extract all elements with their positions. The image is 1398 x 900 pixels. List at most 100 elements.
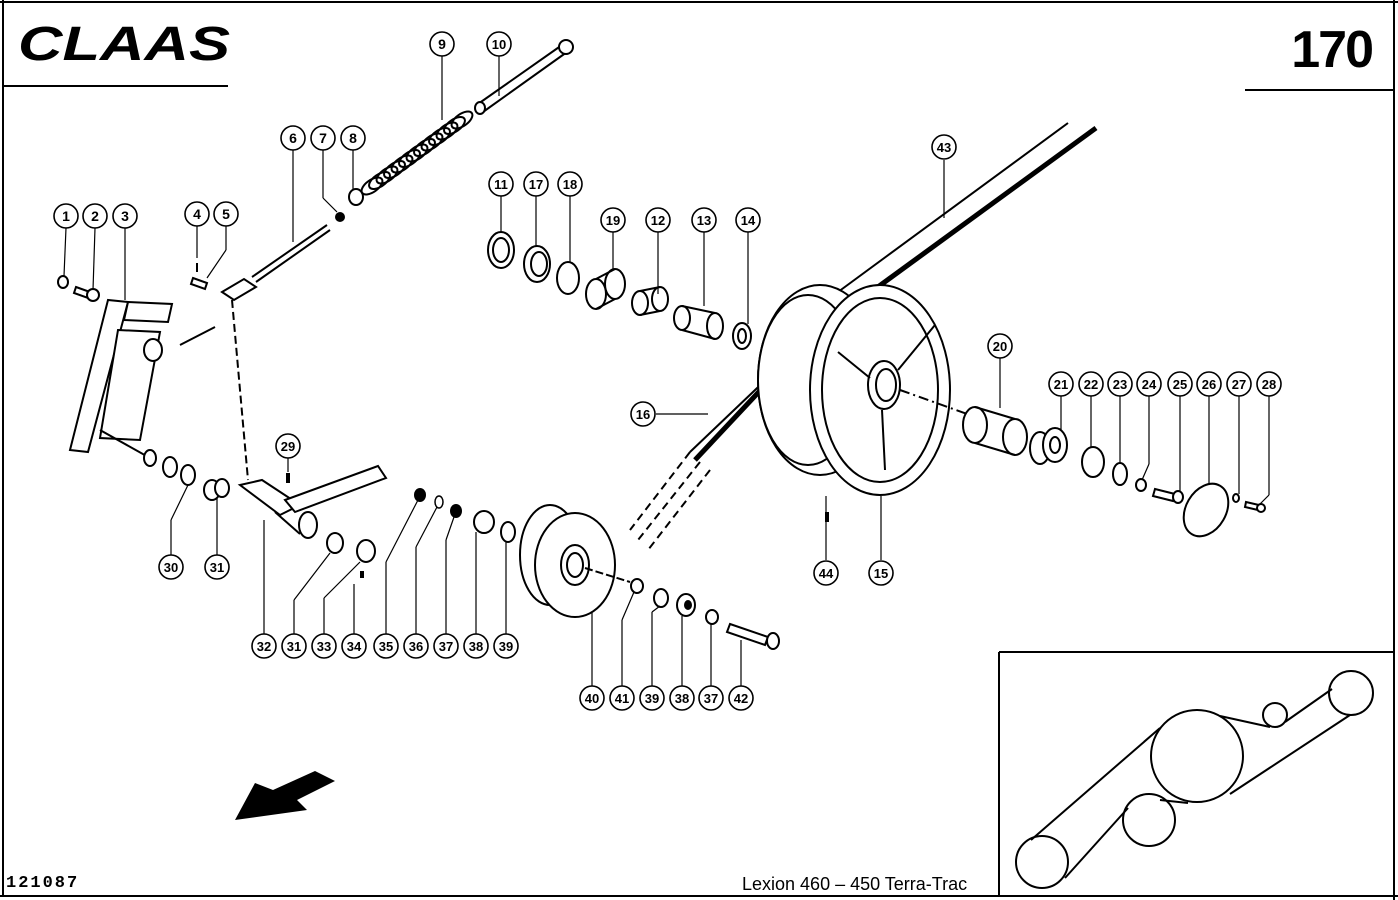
- callout-37[interactable]: 37: [433, 633, 459, 659]
- part-32-lever[interactable]: [237, 464, 388, 539]
- part-24-washer[interactable]: [1135, 478, 1147, 492]
- callout-37[interactable]: 37: [698, 685, 724, 711]
- part-29-grease-nipple[interactable]: [286, 473, 290, 483]
- part-18-ring[interactable]: [556, 261, 580, 295]
- part-19-needle-bearing[interactable]: [585, 268, 626, 310]
- part-38-bearing-b[interactable]: [676, 593, 696, 617]
- callout-3[interactable]: 3: [112, 203, 138, 229]
- callout-40[interactable]: 40: [579, 685, 605, 711]
- callout-1[interactable]: 1: [53, 203, 79, 229]
- callout-39[interactable]: 39: [639, 685, 665, 711]
- part-44-grease-nipple[interactable]: [825, 512, 829, 522]
- callout-11[interactable]: 11: [488, 171, 514, 197]
- part-39-ring-b[interactable]: [653, 588, 669, 608]
- part-15-pulley[interactable]: [757, 284, 971, 496]
- callout-4[interactable]: 4: [184, 201, 210, 227]
- part-14-seal[interactable]: [732, 322, 752, 350]
- callout-14[interactable]: 14: [735, 207, 761, 233]
- callout-label: 36: [409, 639, 423, 654]
- callout-23[interactable]: 23: [1107, 371, 1133, 397]
- part-42-bolt[interactable]: [725, 622, 780, 650]
- part-33-bushing[interactable]: [356, 539, 376, 563]
- part-9-spring[interactable]: [359, 108, 476, 198]
- callout-15[interactable]: 15: [868, 560, 894, 586]
- callout-6[interactable]: 6: [280, 125, 306, 151]
- part-31-bushing-a[interactable]: [203, 478, 230, 501]
- part-31-bushing-b[interactable]: [326, 532, 344, 554]
- part-34-grease-nipple[interactable]: [360, 571, 364, 578]
- callout-label: 4: [193, 206, 201, 222]
- callout-30[interactable]: 30: [158, 554, 184, 580]
- part-25-bolt[interactable]: [1151, 487, 1184, 504]
- callout-29[interactable]: 29: [275, 433, 301, 459]
- callout-38[interactable]: 38: [463, 633, 489, 659]
- part-37-nut-a[interactable]: [450, 504, 462, 518]
- part-3-bracket[interactable]: [68, 298, 216, 467]
- part-13-sleeve[interactable]: [673, 305, 724, 340]
- part-28-screw[interactable]: [1243, 500, 1266, 513]
- part-43-belt[interactable]: [837, 122, 1098, 303]
- part-21-bearing[interactable]: [1029, 427, 1068, 465]
- callout-circle: [275, 433, 301, 459]
- callout-17[interactable]: 17: [523, 171, 549, 197]
- callout-18[interactable]: 18: [557, 171, 583, 197]
- callout-10[interactable]: 10: [486, 31, 512, 57]
- part-35-nut[interactable]: [414, 488, 426, 502]
- part-20-sleeve[interactable]: [962, 406, 1028, 456]
- callout-19[interactable]: 19: [600, 207, 626, 233]
- callout-9[interactable]: 9: [429, 31, 455, 57]
- part-41-spacer[interactable]: [630, 578, 644, 594]
- part-17-seal[interactable]: [523, 245, 551, 283]
- callout-38[interactable]: 38: [669, 685, 695, 711]
- callout-12[interactable]: 12: [645, 207, 671, 233]
- part-7-nut[interactable]: [335, 212, 345, 222]
- callout-32[interactable]: 32: [251, 633, 277, 659]
- callout-26[interactable]: 26: [1196, 371, 1222, 397]
- part-11-seal[interactable]: [487, 231, 515, 269]
- spring-coil: [383, 160, 406, 179]
- part-6-rod[interactable]: [220, 224, 331, 481]
- part-37-nut-b[interactable]: [705, 609, 719, 625]
- callout-24[interactable]: 24: [1136, 371, 1162, 397]
- callout-20[interactable]: 20: [987, 333, 1013, 359]
- callout-43[interactable]: 43: [931, 134, 957, 160]
- callout-34[interactable]: 34: [341, 633, 367, 659]
- callout-33[interactable]: 33: [311, 633, 337, 659]
- part-4-5-pin[interactable]: [189, 263, 209, 291]
- callout-39[interactable]: 39: [493, 633, 519, 659]
- part-39-ring-a[interactable]: [500, 521, 516, 543]
- part-27-washer[interactable]: [1232, 493, 1240, 503]
- callout-28[interactable]: 28: [1256, 371, 1282, 397]
- part-1-washer[interactable]: [57, 275, 69, 289]
- callout-7[interactable]: 7: [310, 125, 336, 151]
- callout-16[interactable]: 16: [630, 401, 656, 427]
- part-40-idler-pulley[interactable]: [519, 504, 631, 618]
- part-26-cover[interactable]: [1175, 476, 1238, 544]
- part-12-bushing[interactable]: [631, 286, 669, 316]
- callout-31[interactable]: 31: [281, 633, 307, 659]
- callout-5[interactable]: 5: [213, 201, 239, 227]
- callout-21[interactable]: 21: [1048, 371, 1074, 397]
- callout-8[interactable]: 8: [340, 125, 366, 151]
- part-38-bearing-a[interactable]: [473, 510, 495, 534]
- callout-41[interactable]: 41: [609, 685, 635, 711]
- part-22-circlip[interactable]: [1081, 446, 1105, 478]
- callout-42[interactable]: 42: [728, 685, 754, 711]
- part-10-pin[interactable]: [474, 39, 574, 115]
- part-30-washers[interactable]: [162, 456, 196, 486]
- claas-logo: CLAAS: [18, 20, 230, 66]
- callout-36[interactable]: 36: [403, 633, 429, 659]
- callout-circle: [698, 685, 724, 711]
- part-23-washer[interactable]: [1112, 462, 1128, 486]
- callout-22[interactable]: 22: [1078, 371, 1104, 397]
- callout-27[interactable]: 27: [1226, 371, 1252, 397]
- callout-44[interactable]: 44: [813, 560, 839, 586]
- callout-25[interactable]: 25: [1167, 371, 1193, 397]
- part-36-washer[interactable]: [434, 495, 444, 509]
- callout-2[interactable]: 2: [82, 203, 108, 229]
- callout-35[interactable]: 35: [373, 633, 399, 659]
- callout-31[interactable]: 31: [204, 554, 230, 580]
- part-8-washer[interactable]: [348, 188, 364, 206]
- callout-13[interactable]: 13: [691, 207, 717, 233]
- part-2-bolt[interactable]: [72, 285, 100, 302]
